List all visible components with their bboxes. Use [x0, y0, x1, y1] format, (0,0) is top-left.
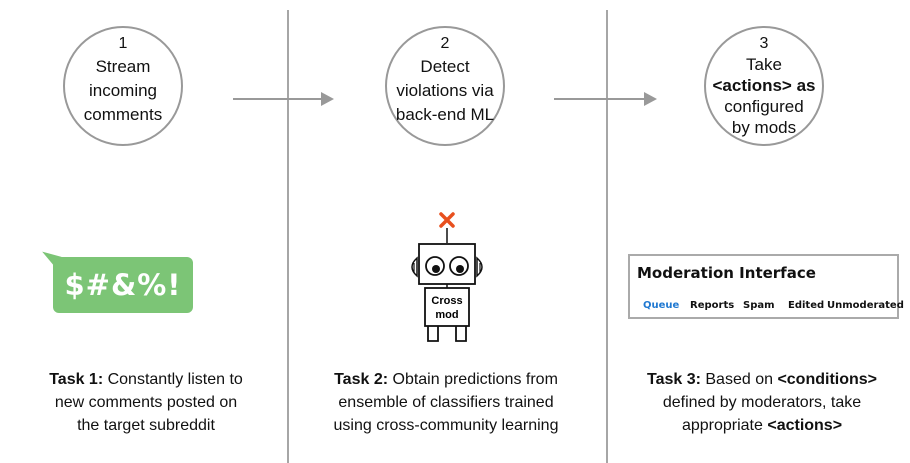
task-3-label: Task 3: [646, 371, 701, 388]
moderation-interface-panel: Moderation Interface Queue Reports Spam … [628, 254, 904, 319]
step-2-number: 2 [440, 35, 450, 52]
task-3-line-2: defined by moderators, take [662, 394, 862, 411]
task-3-conditions: <conditions> [777, 371, 878, 388]
tab-edited[interactable]: Edited [788, 300, 825, 311]
tab-reports[interactable]: Reports [690, 300, 735, 311]
task-3-actions: <actions> [767, 417, 843, 434]
step-3-line-3: configured [724, 97, 804, 116]
step-2-circle: 2 Detect violations via back-end ML [385, 26, 505, 146]
tab-unmoderated[interactable]: Unmoderated [827, 300, 904, 311]
task-1-label: Task 1: [49, 371, 104, 388]
step-1-line-1: Stream [95, 57, 151, 76]
robot-icon: Cross mod [411, 212, 483, 342]
task-3-line-3-pre: appropriate [681, 417, 768, 434]
task-2-line-3: using cross-community learning [333, 417, 559, 434]
robot-label-line-2: mod [435, 309, 458, 321]
arrow-head-icon [321, 92, 334, 106]
task-1-line-2: new comments posted on [54, 394, 238, 411]
step-2-line-2: violations via [396, 81, 494, 100]
task-2-label: Task 2: [334, 371, 389, 388]
step-1-circle: 1 Stream incoming comments [63, 26, 183, 146]
arrow-1-to-2 [233, 92, 334, 106]
tab-spam[interactable]: Spam [743, 300, 775, 311]
tab-queue[interactable]: Queue [643, 300, 680, 311]
column-divider-2 [606, 10, 608, 463]
speech-bubble-icon [53, 257, 193, 313]
step-3-number: 3 [759, 35, 769, 52]
step-3-line-1: Take [746, 55, 782, 74]
task-1-description: Task 1: Constantly listen to new comment… [20, 368, 272, 437]
step-2-line-3: back-end ML [395, 105, 495, 124]
bubble-text: $#&%! [64, 268, 182, 302]
x-mark-icon [439, 212, 455, 228]
step-1-line-2: incoming [88, 81, 158, 100]
task-1-line-1: Constantly listen to [103, 371, 243, 388]
step-3-line-2: <actions> as [712, 76, 816, 95]
step-3-circle: 3 Take <actions> as configured by mods [704, 26, 824, 146]
task-2-line-1: Obtain predictions from [388, 371, 558, 388]
step-1-number: 1 [118, 35, 128, 52]
task-2-line-2: ensemble of classifiers trained [338, 394, 554, 411]
task-3-description: Task 3: Based on <conditions> defined by… [614, 368, 910, 437]
task-2-description: Task 2: Obtain predictions from ensemble… [300, 368, 592, 437]
column-divider-1 [287, 10, 289, 463]
step-2-line-1: Detect [420, 57, 470, 76]
task-3-line-1-mid: Based on [700, 371, 778, 388]
moderation-interface-title: Moderation Interface [637, 264, 816, 282]
step-1-line-3: comments [83, 105, 163, 124]
arrow-2-to-3 [554, 92, 657, 106]
robot-label-line-1: Cross [431, 295, 462, 307]
arrow-head-icon [644, 92, 657, 106]
step-3-line-4: by mods [731, 118, 797, 137]
task-1-line-3: the target subreddit [77, 417, 215, 434]
